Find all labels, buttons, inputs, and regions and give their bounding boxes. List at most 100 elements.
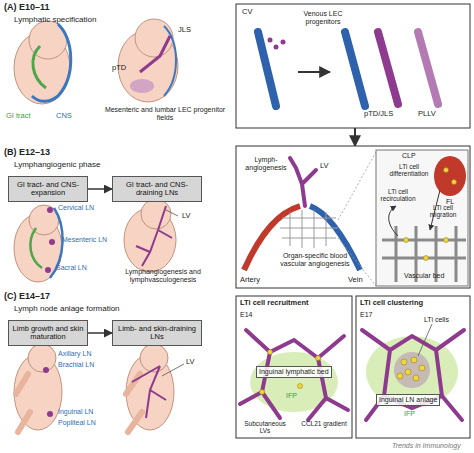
arrow-line xyxy=(354,128,356,146)
lti-cell xyxy=(397,373,403,379)
text-label: Axillary LN xyxy=(58,350,91,358)
text-label: Lymphangiogenesis and lymphvasculogenesi… xyxy=(104,268,222,283)
text-label: LTi cells xyxy=(424,316,449,324)
text-label: IFP xyxy=(286,392,297,400)
text-label: CV xyxy=(242,8,252,16)
leader-line xyxy=(162,364,184,376)
text-label: Artery xyxy=(240,276,260,284)
text-label: JLS xyxy=(178,26,191,34)
text-label: Vascular bed xyxy=(404,272,444,280)
text-label: Lymph node anlage formation xyxy=(14,305,120,314)
embryo-head xyxy=(28,344,56,372)
text-label: Lymph-angiogenesis xyxy=(240,156,292,171)
inset-frame xyxy=(356,296,470,438)
text-label: LV xyxy=(182,212,191,220)
text-label: Popliteal LN xyxy=(58,419,96,427)
embryo-limb xyxy=(126,374,142,432)
text-label: LV xyxy=(186,358,195,366)
process-box: GI tract- and CNS-draining LNs xyxy=(112,176,202,202)
text-label: Subcutaneous LVs xyxy=(240,420,290,434)
box-text: Limb growth and skin maturation xyxy=(9,324,87,343)
text-label: CNS xyxy=(56,112,72,120)
lec-progenitor xyxy=(281,40,286,45)
text-label: GI tract xyxy=(6,112,31,120)
text-label: LTi cell differentiation xyxy=(384,163,434,177)
text-label: LTi cell migration xyxy=(420,204,466,218)
lymph-vessel xyxy=(362,330,464,420)
lti-cell xyxy=(401,359,407,365)
box-text: Limb- and skin-draining LNs xyxy=(113,324,201,343)
text-label: E14 xyxy=(240,311,252,319)
lti-cell xyxy=(419,365,425,371)
lti-cell xyxy=(405,369,411,375)
lymph-rod xyxy=(418,32,438,104)
text-label: E17 xyxy=(360,311,372,319)
box-text: GI tract- and CNS-expansion xyxy=(9,180,87,199)
text-label: Sacral LN xyxy=(56,264,87,272)
inset-frame xyxy=(236,146,470,288)
text-label: Mesenteric and lumbar LEC progenitor fie… xyxy=(98,106,232,121)
process-box: GI tract- and CNS-expansion xyxy=(8,176,88,202)
embryo-limb xyxy=(16,374,30,432)
process-box: Limb growth and skin maturation xyxy=(8,320,88,346)
lymph-rod xyxy=(378,32,398,104)
gi-tract xyxy=(33,46,46,88)
lymph-vessel xyxy=(132,366,166,418)
lymph-vessel xyxy=(240,330,348,420)
text-label: PLLV xyxy=(418,110,436,118)
text-label: Mesenteric LN xyxy=(62,236,107,244)
text-label: LV xyxy=(320,162,329,170)
text-label: LTi cell recruitment xyxy=(240,299,309,307)
text-label: pTD/JLS xyxy=(364,110,393,118)
inset-frame xyxy=(236,4,470,128)
text-label: LTi cell recirculation xyxy=(378,188,418,202)
text-label: (B) E12–13 xyxy=(4,148,50,158)
text-label: CCL21 gradient xyxy=(298,420,350,427)
lymph-node xyxy=(47,207,53,213)
vein-rod xyxy=(258,32,276,106)
lti-cell xyxy=(404,238,409,243)
anlage xyxy=(394,352,430,388)
lti-cell xyxy=(411,357,417,363)
lec-progenitor xyxy=(274,45,279,50)
text-label: Vein xyxy=(348,276,363,284)
lymph-node xyxy=(49,239,55,245)
lti-cell xyxy=(268,350,273,355)
vessel-network xyxy=(382,226,466,282)
text-label: Cervical LN xyxy=(58,204,94,212)
lymph-vessel xyxy=(136,206,172,266)
fetal-liver xyxy=(434,156,466,196)
lti-cell xyxy=(260,390,265,395)
leader-line xyxy=(418,324,432,356)
arrow-line xyxy=(389,206,398,236)
lymph-node xyxy=(45,267,51,273)
zoom-frame xyxy=(376,150,468,286)
text-label: pTD xyxy=(112,64,126,72)
text-label: Inguinal LN xyxy=(58,408,93,416)
lti-cell xyxy=(444,238,449,243)
cns-tube xyxy=(32,24,71,101)
text-label: Trends in Immunology xyxy=(392,442,461,450)
embryo-head xyxy=(140,344,168,372)
text-label: (A) E10–11 xyxy=(4,3,50,13)
process-box: Limb- and skin-draining LNs xyxy=(112,320,202,346)
text-label: CLP xyxy=(402,152,416,160)
embryo-head xyxy=(141,199,171,229)
text-label: Inguinal lymphatic bed xyxy=(256,366,332,378)
arrow-line xyxy=(298,71,330,73)
lti-cell xyxy=(444,168,449,173)
inset-frame xyxy=(236,296,352,438)
capillary-mesh xyxy=(280,210,338,248)
text-label: Organ-specific blood vascular angiogenes… xyxy=(272,252,358,267)
embryo-head xyxy=(135,19,173,57)
text-label: LTi cell clustering xyxy=(360,299,423,307)
lymph-vessel xyxy=(290,158,316,206)
flow-arrow xyxy=(88,332,112,334)
lymph-node xyxy=(43,367,49,373)
lti-cell xyxy=(298,384,303,389)
lec-progenitor xyxy=(268,38,273,43)
flow-arrow xyxy=(88,188,112,190)
